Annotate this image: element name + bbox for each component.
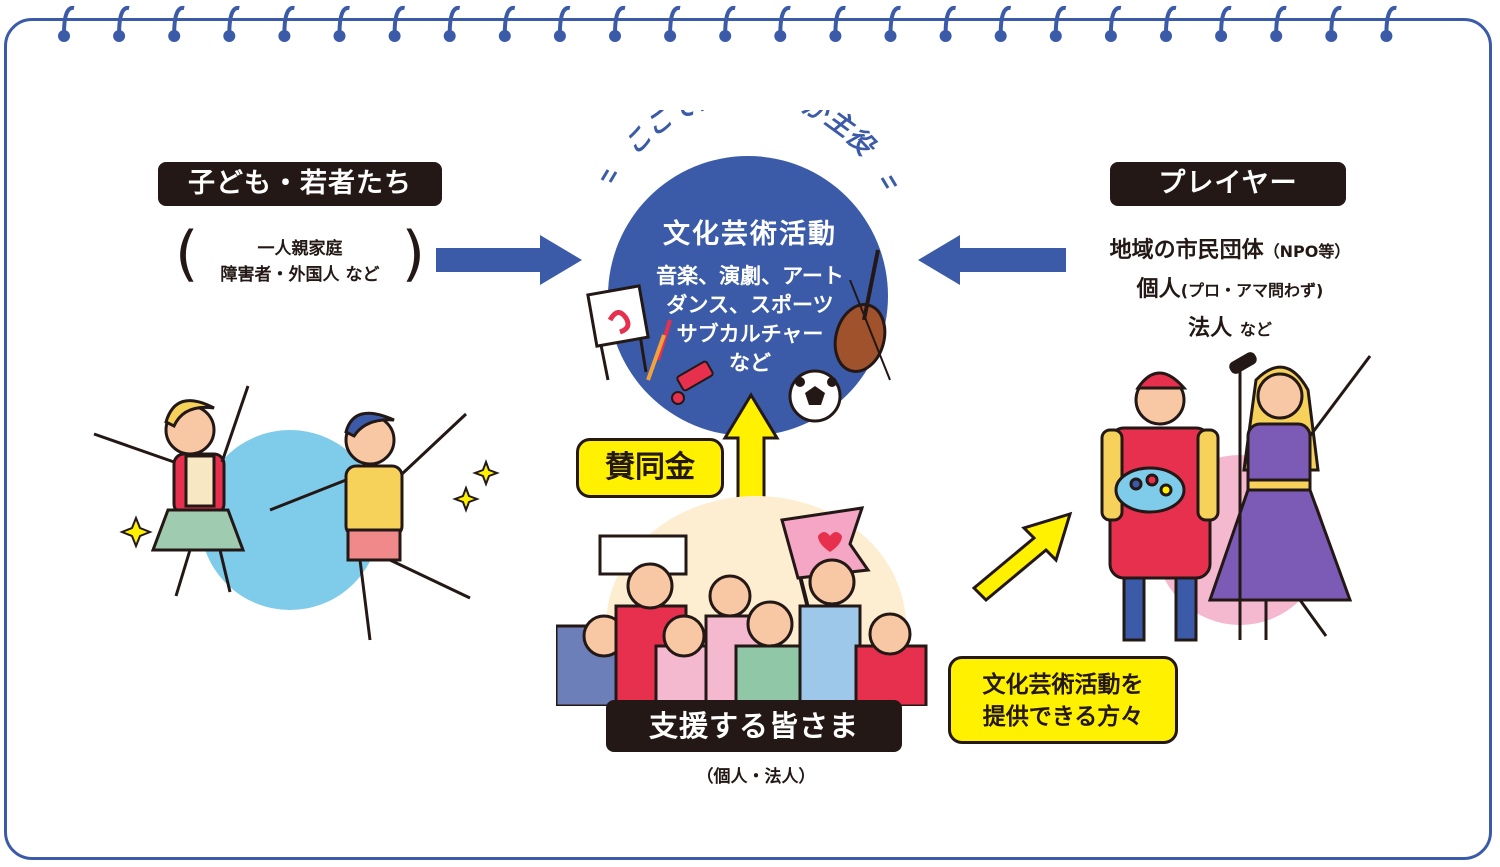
ring-icon xyxy=(1380,5,1397,42)
center-line: サブカルチャー xyxy=(676,322,824,346)
center-line: ダンス、スポーツ xyxy=(666,293,834,317)
ring-icon xyxy=(1325,5,1342,42)
ring-icon xyxy=(113,5,130,42)
paren-right: ) xyxy=(401,219,425,289)
brush-icon xyxy=(646,319,672,381)
ring-icon xyxy=(58,5,75,42)
center-illustration: ここではみんなが主役 xyxy=(586,110,898,436)
center-activities: 音楽、演劇、アート ダンス、スポーツ サブカルチャー など xyxy=(630,262,870,378)
players-line-sub: (プロ・アマ問わず) xyxy=(1180,281,1324,300)
children-group-line: 一人親家庭 xyxy=(257,239,343,259)
providers-line: 文化芸術活動を xyxy=(982,672,1144,698)
supporters-sub: （個人・法人） xyxy=(696,767,816,787)
children-group-line: 障害者・外国人 など xyxy=(220,265,380,285)
players-line-main: 地域の市民団体 xyxy=(1109,238,1264,263)
players-list: 地域の市民団体（NPO等） 個人(プロ・アマ問わず) 法人 など xyxy=(1080,232,1380,349)
ring-icon xyxy=(498,5,516,42)
ring-icon xyxy=(278,5,295,42)
ring-icon xyxy=(333,5,350,42)
ring-icon xyxy=(1160,5,1177,42)
supporters-label: 支援する皆さま xyxy=(606,700,902,752)
ring-icon xyxy=(388,5,405,42)
players-line-main: 法人 xyxy=(1188,316,1233,341)
singer-player xyxy=(1207,352,1372,640)
violin-icon xyxy=(833,249,891,381)
ring-icon xyxy=(994,5,1012,42)
children-groups: ( 一人親家庭 障害者・外国人 など ) xyxy=(175,224,425,298)
ring-icon xyxy=(829,5,846,42)
ring-icon xyxy=(609,5,626,42)
ring-icon xyxy=(168,5,185,42)
banner-slashes xyxy=(600,169,898,189)
paint-tube-icon xyxy=(671,360,714,405)
ring-icon xyxy=(774,5,791,42)
players-label: プレイヤー xyxy=(1110,162,1346,206)
paren-left: ( xyxy=(175,219,199,289)
spiral-rings xyxy=(58,5,1397,42)
ring-icon xyxy=(1270,5,1287,42)
arrow-right-blue xyxy=(436,235,582,285)
jumping-boy xyxy=(269,411,471,641)
ring-icon xyxy=(719,5,736,42)
arrow-diagonal-yellow xyxy=(971,511,1073,603)
donation-label: 賛同金 xyxy=(576,438,724,498)
players-illustration xyxy=(1100,352,1372,642)
ring-icon xyxy=(553,5,571,42)
ring-icon xyxy=(1049,5,1067,42)
supporters-crowd xyxy=(556,558,928,706)
center-banner-text: ここではみんなが主役 xyxy=(619,110,882,163)
children-label: 子ども・若者たち xyxy=(158,162,442,206)
ring-icon xyxy=(1215,5,1232,42)
players-line-main: 個人 xyxy=(1136,277,1181,302)
sparkle-icon xyxy=(119,515,153,549)
center-circle xyxy=(608,156,888,436)
ring-icon xyxy=(884,5,901,42)
center-title: 文化芸術活動 xyxy=(663,219,837,250)
players-line-sub: （NPO等） xyxy=(1263,242,1351,261)
painter-player xyxy=(1100,371,1220,642)
ring-icon xyxy=(1104,5,1122,42)
ring-icon xyxy=(664,5,681,42)
sparkle-icon xyxy=(452,485,480,513)
arrow-left-blue xyxy=(918,235,1066,285)
providers-label: 文化芸術活動を 提供できる方々 xyxy=(948,656,1178,744)
center-line: 音楽、演劇、アート xyxy=(656,264,844,288)
center-line: など xyxy=(729,351,771,375)
ring-icon xyxy=(223,5,240,42)
children-illustration xyxy=(93,385,500,641)
sparkle-icon xyxy=(472,459,500,487)
players-line-sub: など xyxy=(1239,320,1272,339)
soccer-ball-icon xyxy=(788,369,842,423)
ring-icon xyxy=(443,5,461,42)
providers-line: 提供できる方々 xyxy=(982,704,1144,730)
easel-icon xyxy=(586,284,650,381)
supporters-illustration xyxy=(556,496,928,706)
ring-icon xyxy=(939,5,956,42)
jumping-girl xyxy=(93,385,250,597)
